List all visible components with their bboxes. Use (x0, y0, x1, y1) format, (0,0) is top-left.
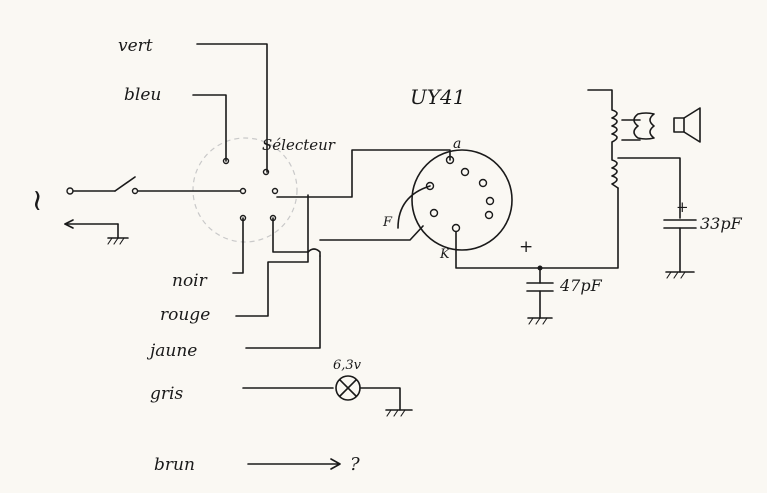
wire-label-vert: vert (118, 36, 153, 56)
pin-f-label: F (382, 215, 393, 230)
wire-to-filament (319, 225, 424, 241)
mains-line-top (66, 176, 241, 195)
pin-a-label: a (453, 136, 461, 152)
wire-noir (232, 217, 244, 274)
wire-bleu (192, 94, 227, 162)
cap47-value: 47pF (559, 276, 603, 295)
lamp-ground-symbol (385, 409, 413, 417)
lamp-ground-wire (359, 387, 401, 411)
wire-label-jaune: jaune (146, 341, 197, 361)
wire-selector-to-anode (276, 149, 451, 198)
mains-symbol: ~ (20, 188, 55, 213)
wire-label-gris: gris (150, 384, 183, 404)
wire-jumper (272, 217, 309, 253)
wire-vert (196, 43, 268, 173)
selector-contacts (222, 157, 279, 222)
wire-bridge (307, 248, 321, 257)
wire-label-rouge: rouge (160, 305, 210, 325)
selector-outline (192, 137, 298, 243)
capacitor-47pf (526, 265, 554, 325)
choke-coil (587, 89, 619, 189)
pin-k-label: K (439, 247, 451, 262)
selector-label: Sélecteur (262, 136, 336, 154)
cap33-value: 33pF (700, 214, 743, 233)
unknown-mark: ? (350, 454, 360, 475)
cap33-plus: + (676, 198, 689, 216)
wire-speaker (621, 119, 641, 141)
lamp-voltage-label: 6,3v (333, 358, 362, 373)
wire-label-noir: noir (172, 271, 208, 291)
mains-line-bottom (64, 219, 129, 245)
tube-label: UY41 (410, 85, 466, 109)
wire-label-brun: brun (154, 455, 195, 475)
wire-jaune (245, 255, 321, 349)
pilot-lamp (335, 375, 361, 401)
wire-to-cap33 (617, 157, 681, 219)
cap47-plus: + (519, 237, 533, 257)
wire-label-bleu: bleu (124, 85, 161, 105)
tube-socket (411, 149, 513, 251)
wire-brun-arrow (247, 458, 341, 470)
wire-rouge (235, 194, 309, 317)
speaker-icon (633, 107, 701, 143)
wire-cathode (455, 187, 619, 269)
wire-filament-curve (397, 185, 431, 229)
capacitor-33pf (663, 219, 697, 279)
